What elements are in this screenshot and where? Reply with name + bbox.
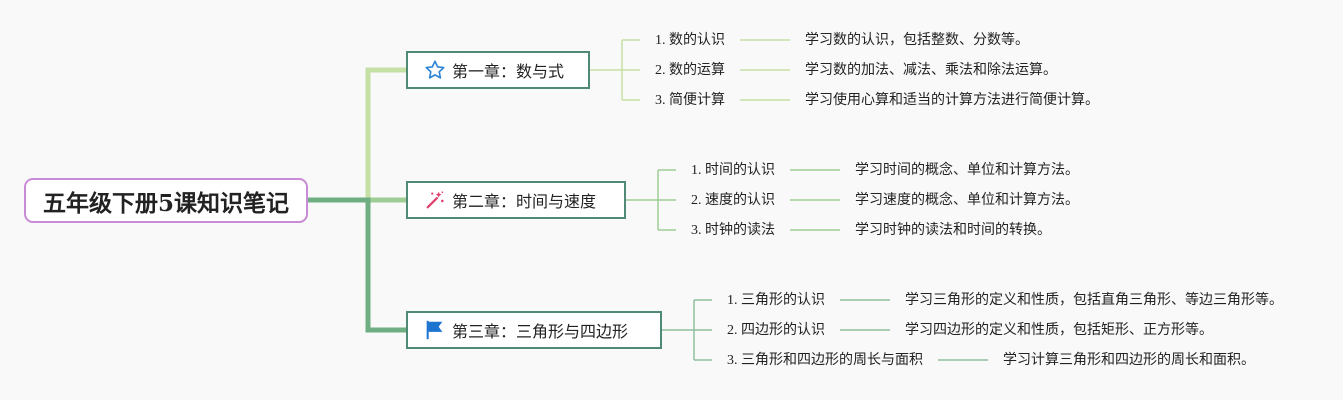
chapter-2-connectors <box>626 169 840 231</box>
chapter-3-topic[interactable]: 第三章：三角形与四边形 <box>406 311 662 349</box>
subtopic-description[interactable]: 学习计算三角形和四边形的周长和面积。 <box>1003 353 1255 368</box>
star-icon <box>424 59 446 81</box>
chapter-3-connectors <box>662 299 988 361</box>
subtopic-label[interactable]: 3. 时钟的读法 <box>691 223 775 238</box>
subtopic-description[interactable]: 学习数的认识，包括整数、分数等。 <box>805 33 1029 48</box>
subtopic-label[interactable]: 2. 四边形的认识 <box>727 323 825 338</box>
chapter-2-title: 第二章：时间与速度 <box>452 192 597 211</box>
subtopic-description[interactable]: 学习四边形的定义和性质，包括矩形、正方形等。 <box>905 323 1213 338</box>
subtopic-label[interactable]: 2. 速度的认识 <box>691 193 775 208</box>
chapter-1-topic[interactable]: 第一章：数与式 <box>406 51 590 89</box>
chapter-3-title: 第三章：三角形与四边形 <box>452 322 629 341</box>
subtopic-description[interactable]: 学习时间的概念、单位和计算方法。 <box>855 163 1079 178</box>
subtopic-description[interactable]: 学习使用心算和适当的计算方法进行简便计算。 <box>805 93 1099 108</box>
subtopic-description[interactable]: 学习速度的概念、单位和计算方法。 <box>855 193 1079 208</box>
chapter-1-title: 第一章：数与式 <box>452 62 565 81</box>
root-topic[interactable]: 五年级下册5课知识笔记 <box>24 178 308 223</box>
root-title: 五年级下册5课知识笔记 <box>42 189 289 217</box>
subtopic-description[interactable]: 学习时钟的读法和时间的转换。 <box>855 223 1051 238</box>
subtopic-label[interactable]: 2. 数的运算 <box>655 63 725 78</box>
subtopic-label[interactable]: 3. 简便计算 <box>655 93 725 108</box>
branch-line-3 <box>308 197 406 333</box>
subtopic-label[interactable]: 1. 数的认识 <box>655 33 725 48</box>
chapter-2-topic[interactable]: 第二章：时间与速度 <box>406 181 626 219</box>
subtopic-description[interactable]: 学习三角形的定义和性质，包括直角三角形、等边三角形等。 <box>905 293 1283 308</box>
subtopic-label[interactable]: 3. 三角形和四边形的周长与面积 <box>727 353 923 368</box>
subtopic-label[interactable]: 1. 三角形的认识 <box>727 293 825 308</box>
chapter-1-connectors <box>590 39 790 101</box>
branch-line-1 <box>308 67 406 203</box>
magic-wand-icon <box>424 189 446 211</box>
subtopic-description[interactable]: 学习数的加法、减法、乘法和除法运算。 <box>805 63 1057 78</box>
flag-icon <box>424 319 446 341</box>
subtopic-label[interactable]: 1. 时间的认识 <box>691 163 775 178</box>
